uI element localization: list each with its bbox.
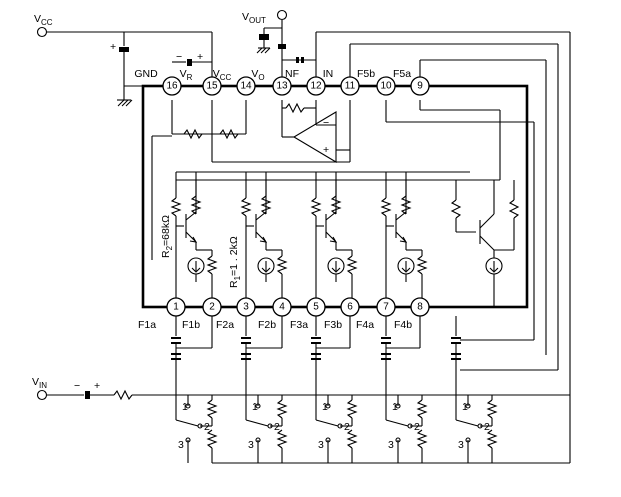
pin-15: 15 VR — [180, 68, 222, 96]
svg-text:−: − — [74, 380, 80, 392]
collector-resistor — [190, 172, 202, 215]
pin-label: F4b — [394, 319, 412, 331]
vcc-decoupling-capacitor — [119, 47, 129, 52]
r2-label: R2=68kΩ — [160, 215, 174, 258]
switch-pos-1: 1 — [182, 401, 188, 413]
pin-number: 6 — [347, 302, 353, 313]
switch-pos-2: 2 — [274, 421, 280, 433]
pin-label: VO — [251, 68, 264, 82]
pin-number: 2 — [209, 302, 215, 313]
filter-stage-1 — [170, 172, 218, 298]
pin-number: 9 — [417, 81, 423, 92]
vin-label: VIN — [32, 376, 47, 390]
pin-label: NF — [285, 68, 299, 80]
switch-pos-3: 3 — [248, 439, 254, 451]
switch-bank-5: 1 2 3 — [451, 316, 498, 463]
switch-pos-2: 2 — [344, 421, 350, 433]
vcc-terminal — [36, 26, 48, 38]
pin-number: 11 — [345, 81, 356, 92]
output-capacitor — [259, 34, 269, 40]
switch-pos-2: 2 — [414, 421, 420, 433]
pin-number: 15 — [206, 81, 218, 92]
pin-number: 7 — [383, 302, 389, 313]
vout-label: VOUT — [242, 11, 266, 25]
switch-pos-3: 3 — [178, 439, 184, 451]
filter-stage-3 — [310, 172, 358, 298]
pin-label: F2b — [258, 319, 276, 331]
pin-number: 4 — [279, 302, 285, 313]
pin-number: 12 — [310, 81, 322, 92]
pin-number: 10 — [380, 81, 392, 92]
collector-resistor — [260, 172, 272, 215]
svg-text:+: + — [110, 41, 116, 53]
pin-number: 13 — [276, 81, 288, 92]
collector-resistor — [400, 172, 412, 215]
vr-capacitor — [187, 59, 192, 66]
switch-bank-3: 1 2 3 — [311, 316, 358, 463]
svg-text:+: + — [323, 144, 329, 156]
switch-pos-1: 1 — [252, 401, 258, 413]
switch-pos-1: 1 — [322, 401, 328, 413]
vcc-label: VCC — [34, 13, 53, 27]
pin-number: 3 — [243, 302, 249, 313]
pin-label: F5b — [357, 68, 375, 80]
vin-terminal — [36, 389, 48, 401]
svg-text:−: − — [323, 117, 329, 129]
svg-text:+: + — [94, 380, 100, 392]
pin-label: F1a — [138, 319, 156, 331]
svg-text:−: − — [176, 51, 182, 63]
pin-label: F5a — [393, 68, 411, 80]
switch-pos-3: 3 — [318, 439, 324, 451]
pin-13: 13 VO — [251, 68, 292, 96]
pin-label: VCC — [213, 68, 232, 82]
switch-bank-2: 1 2 3 — [241, 316, 288, 463]
pin-label: F2a — [216, 319, 234, 331]
switch-pos-3: 3 — [388, 439, 394, 451]
pin-14: 14 VCC — [213, 68, 256, 96]
switch-pos-2: 2 — [204, 421, 210, 433]
pin-label: F4a — [356, 319, 374, 331]
pin-label: GND — [134, 68, 158, 80]
pin-number: 5 — [313, 302, 319, 313]
switch-bank-4: 1 2 3 — [381, 316, 428, 463]
pin-label: IN — [323, 68, 334, 80]
collector-resistor — [330, 172, 342, 215]
switch-pos-3: 3 — [458, 439, 464, 451]
pin-label: F3a — [290, 319, 308, 331]
svg-text:+: + — [197, 51, 203, 63]
pin-label: F3b — [324, 319, 342, 331]
r1-label: R1=1 . 2kΩ — [228, 236, 242, 288]
filter-stage-4 — [380, 172, 428, 298]
pin-12: 12 NF — [285, 68, 326, 96]
vin-capacitor — [85, 391, 90, 399]
pin-label: F1b — [182, 319, 200, 331]
pin-10: 10 F5b — [357, 68, 396, 96]
pin-label: VR — [180, 68, 193, 82]
vout-terminal — [276, 9, 288, 21]
pin-number: 16 — [166, 81, 178, 92]
pin-number: 1 — [173, 302, 179, 313]
switch-pos-2: 2 — [484, 421, 490, 433]
switch-pos-1: 1 — [462, 401, 468, 413]
switch-pos-1: 1 — [392, 401, 398, 413]
pin-9: 9 F5a — [393, 68, 430, 96]
nf-capacitor — [278, 44, 286, 49]
pin-16: 16 GND — [134, 68, 182, 96]
switch-bank-1: 1 2 3 — [171, 316, 218, 463]
pin-number: 8 — [417, 302, 423, 313]
filter-stage-2 — [240, 172, 288, 298]
pin-11: 11 IN — [323, 68, 360, 96]
ic-outline — [141, 84, 529, 309]
op-amp — [292, 111, 337, 163]
pin-number: 14 — [240, 81, 252, 92]
